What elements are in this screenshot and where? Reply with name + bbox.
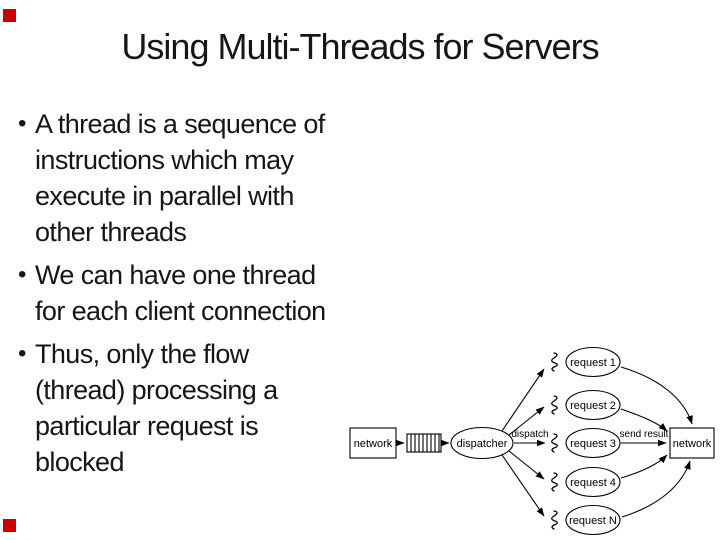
thread-squiggle-icon: [551, 433, 558, 453]
slide-title: Using Multi-Threads for Servers: [121, 26, 599, 67]
bullet-line: other threads: [35, 217, 187, 247]
bullet-line: instructions which may: [35, 145, 294, 175]
request-ellipse: [565, 466, 621, 498]
bullet-marker: •: [18, 340, 27, 367]
network-in-box: [349, 427, 397, 459]
thread-squiggle-icon: [551, 472, 558, 492]
request-ellipse: [565, 504, 621, 536]
bullet-item: • We can have one thread for each client…: [18, 257, 368, 329]
request-label: request 3: [570, 438, 616, 450]
dispatch-arrow: [501, 368, 545, 432]
request-ellipse: [565, 427, 621, 459]
message-queue-icon: [406, 433, 442, 453]
thread-squiggle-icon: [551, 395, 558, 415]
request-ellipse: [565, 346, 621, 378]
bullet-item: • Thus, only the flow (thread) processin…: [18, 336, 368, 480]
send-result-arrow: [620, 454, 668, 479]
dispatcher-ellipse: [450, 426, 514, 460]
request-ellipse: [565, 389, 621, 421]
bullet-line: (thread) processing a: [35, 375, 278, 405]
request-label: request 4: [570, 477, 616, 489]
network-out-label: network: [673, 438, 712, 450]
bullet-line: blocked: [35, 447, 124, 477]
bullet-marker: •: [18, 110, 27, 137]
red-corner-marker-bottom: [3, 519, 16, 532]
bullet-marker: •: [18, 261, 27, 288]
bullet-list: • A thread is a sequence of instructions…: [18, 106, 368, 487]
network-out-box: [669, 427, 715, 459]
send-result-arrow-label: send result: [620, 429, 669, 440]
network-in-label: network: [354, 438, 393, 450]
red-corner-marker-top: [3, 9, 16, 22]
bullet-line: We can have one thread: [35, 260, 316, 290]
dispatch-arrow-label: dispatch: [511, 429, 548, 440]
thread-squiggle-icon: [551, 510, 558, 530]
bullet-line: particular request is: [35, 411, 259, 441]
threads-diagram: network dispatcher dispatch: [349, 346, 715, 536]
bullet-line: for each client connection: [35, 296, 326, 326]
bullet-line: execute in parallel with: [35, 181, 294, 211]
send-result-arrow: [621, 460, 691, 518]
dispatch-arrow: [508, 450, 545, 480]
send-result-arrow: [620, 408, 668, 432]
request-label: request N: [569, 515, 617, 527]
dispatch-arrow: [508, 406, 545, 436]
send-result-arrow: [620, 366, 693, 425]
bullet-item: • A thread is a sequence of instructions…: [18, 106, 368, 250]
request-label: request 2: [570, 400, 616, 412]
bullet-line: Thus, only the flow: [35, 339, 249, 369]
dispatcher-label: dispatcher: [457, 438, 508, 450]
request-label: request 1: [570, 357, 616, 369]
thread-squiggle-icon: [551, 352, 558, 372]
dispatch-arrow: [501, 454, 545, 517]
bullet-line: A thread is a sequence of: [35, 109, 325, 139]
